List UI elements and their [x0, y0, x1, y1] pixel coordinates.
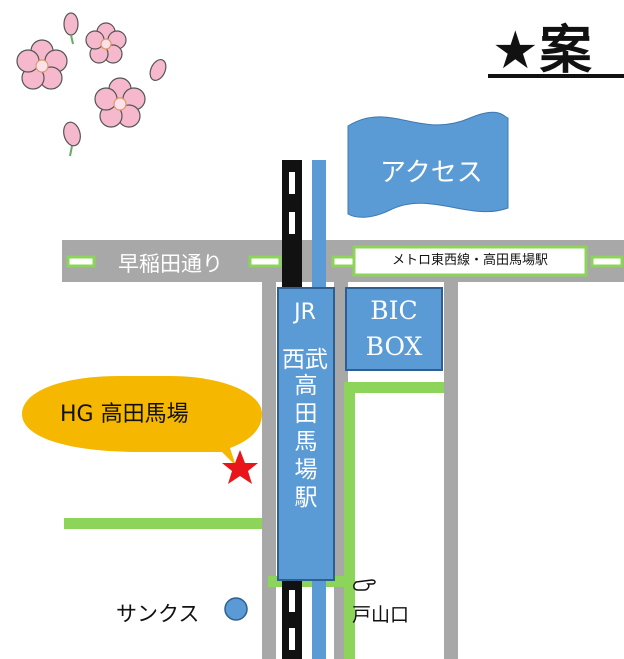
metro-line-segment	[590, 255, 624, 268]
station-line-seibu: 西武	[282, 347, 328, 373]
railway-ties	[289, 172, 295, 650]
street-east	[444, 280, 458, 659]
waseda-dori-label: 早稲田通り	[118, 252, 223, 276]
bic-box-label-line2: BOX	[365, 332, 423, 361]
title-underline	[488, 74, 624, 78]
bic-box-building	[345, 287, 443, 371]
walking-path	[344, 382, 444, 393]
bic-box-label-line1: BIC	[370, 296, 418, 325]
toyama-exit-label: 戸山口	[352, 604, 410, 626]
destination-balloon	[22, 376, 262, 466]
metro-line-segment	[248, 255, 282, 268]
street-west	[262, 280, 276, 659]
pointing-hand-icon	[353, 579, 376, 591]
access-flag	[347, 111, 509, 218]
walking-path	[64, 518, 262, 529]
star-marker-icon	[222, 450, 258, 484]
metro-line-segment	[331, 255, 357, 268]
cherry-blossom-icon	[16, 12, 167, 157]
takadanobaba-station	[277, 287, 335, 581]
sunkus-label: サンクス	[116, 602, 200, 626]
page-title: ★案	[492, 21, 593, 81]
sunkus-marker	[224, 597, 248, 621]
destination-label: HG 高田馬場	[60, 402, 189, 427]
metro-line-segment	[66, 255, 96, 268]
station-line-jr: JR	[294, 300, 316, 325]
walking-path	[268, 576, 348, 587]
station-name: 高田馬場駅	[294, 373, 318, 511]
access-flag-label: アクセス	[380, 158, 483, 188]
metro-station-label: メトロ東西線・高田馬場駅	[356, 249, 584, 273]
walking-path	[344, 382, 355, 659]
